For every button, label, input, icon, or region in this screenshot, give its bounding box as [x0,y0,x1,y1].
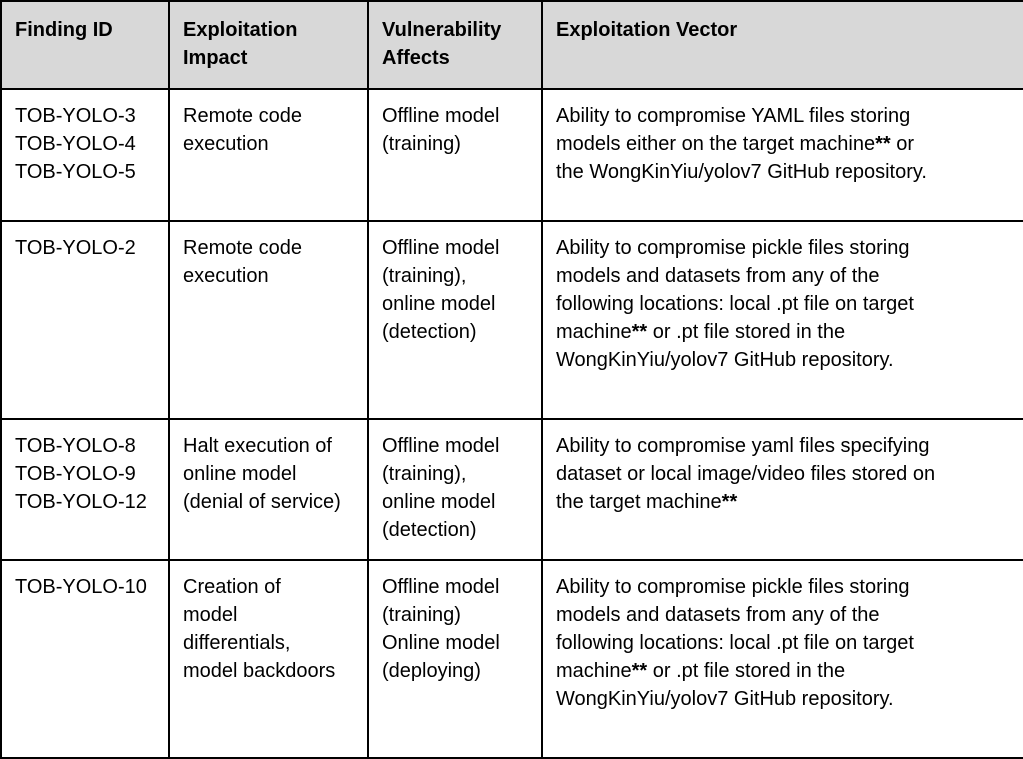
text-segment: machine [556,321,632,343]
cell-line: Offline model [382,105,500,127]
cell-line: (deploying) [382,660,481,682]
finding-id-cell: TOB-YOLO-2 [0,220,170,420]
cell-line: TOB-YOLO-10 [15,576,147,598]
text-segment: models and datasets from any of the [556,604,880,626]
cell-line: Remote code [183,105,302,127]
text-segment: ** [631,660,648,682]
cell-line: (detection) [382,519,477,541]
cell-line: TOB-YOLO-3 [15,105,136,127]
cell-line: Online model [382,632,500,654]
cell-line: online model [183,463,297,485]
cell-line: (denial of service) [183,491,341,513]
header-exploitation-vector: Exploitation Vector [541,0,1023,90]
cell-line: TOB-YOLO-8 [15,435,136,457]
cell-line: models either on the target machine** or [556,130,1015,158]
cell-line: machine** or .pt file stored in the [556,318,1015,346]
cell-line: Halt execution of [183,435,332,457]
table-header: Finding ID Exploitation Impact Vulnerabi… [0,0,1023,90]
text-segment: Ability to compromise yaml files specify… [556,435,930,457]
header-exploitation-impact: Exploitation Impact [168,0,369,90]
exploitation-impact-cell: Creation of model differentials, model back… [168,559,369,759]
cell-line: TOB-YOLO-2 [15,237,136,259]
cell-line: following locations: local .pt file on t… [556,629,1015,657]
cell-line: (training), [382,463,467,485]
text-segment: ** [721,491,738,513]
cell-line: TOB-YOLO-9 [15,463,136,485]
text-segment: WongKinYiu/yolov7 GitHub repository. [556,688,894,710]
cell-line: models and datasets from any of the [556,601,1015,629]
text-segment: ** [631,321,648,343]
cell-line: model [183,604,238,626]
text-segment: Ability to compromise pickle files stori… [556,576,910,598]
cell-line: TOB-YOLO-12 [15,491,147,513]
text-segment: Ability to compromise pickle files stori… [556,237,910,259]
header-finding-id: Finding ID [0,0,170,90]
cell-line: models and datasets from any of the [556,262,1015,290]
exploitation-impact-cell: Remote code execution [168,88,369,222]
text-segment: dataset or local image/video files store… [556,463,936,485]
cell-line: TOB-YOLO-4 [15,133,136,155]
text-segment: or [890,133,914,155]
text-segment: the target machine [556,491,722,513]
cell-line: machine** or .pt file stored in the [556,657,1015,685]
cell-line: TOB-YOLO-5 [15,161,136,183]
text-segment: the WongKinYiu/yolov7 GitHub repository. [556,161,927,183]
cell-line: the target machine** [556,488,1015,516]
header-row: Finding ID Exploitation Impact Vulnerabi… [0,0,1023,90]
text-segment: models either on the target machine [556,133,876,155]
text-segment: Ability to compromise YAML files storing [556,105,911,127]
cell-line: (training) [382,133,461,155]
table-row: TOB-YOLO-2 Remote code execution Offline mo… [0,220,1023,420]
cell-line: Ability to compromise yaml files specify… [556,432,1015,460]
text-segment: machine [556,660,632,682]
cell-line: differentials, [183,632,291,654]
cell-line: Offline model [382,237,500,259]
exploitation-vector-cell: Ability to compromise pickle files stori… [541,220,1023,420]
cell-line: Remote code [183,237,302,259]
text-segment: following locations: local .pt file on t… [556,632,914,654]
vulnerability-affects-cell: Offline model (training), online model (det… [367,418,543,561]
cell-line: Ability to compromise pickle files stori… [556,573,1015,601]
exploitation-vector-cell: Ability to compromise YAML files storing… [541,88,1023,222]
finding-id-cell: TOB-YOLO-10 [0,559,170,759]
text-segment: or .pt file stored in the [647,321,846,343]
vulnerability-affects-cell: Offline model (training) [367,88,543,222]
cell-line: WongKinYiu/yolov7 GitHub repository. [556,685,1015,713]
text-segment: following locations: local .pt file on t… [556,293,914,315]
exploitation-vector-cell: Ability to compromise pickle files stori… [541,559,1023,759]
exploitation-vector-cell: Ability to compromise yaml files specify… [541,418,1023,561]
cell-line: Ability to compromise YAML files storing [556,102,1015,130]
cell-line: execution [183,133,269,155]
cell-line: online model [382,293,496,315]
text-segment: ** [875,133,891,155]
cell-line: following locations: local .pt file on t… [556,290,1015,318]
text-segment: WongKinYiu/yolov7 GitHub repository. [556,349,894,371]
cell-line: (training), [382,265,467,287]
text-segment: or .pt file stored in the [647,660,846,682]
cell-line: (detection) [382,321,477,343]
header-vulnerability-affects: Vulnerability Affects [367,0,543,90]
cell-line: (training) [382,604,461,626]
cell-line: Offline model [382,435,500,457]
cell-line: model backdoors [183,660,336,682]
cell-line: WongKinYiu/yolov7 GitHub repository. [556,346,1015,374]
cell-line: Offline model [382,576,500,598]
cell-line: Ability to compromise pickle files stori… [556,234,1015,262]
cell-line: Creation of [183,576,281,598]
text-segment: models and datasets from any of the [556,265,880,287]
cell-line: dataset or local image/video files store… [556,460,1015,488]
table-row: TOB-YOLO-10 Creation of model differentials… [0,559,1023,759]
exploitation-impact-cell: Halt execution of online model (denial of … [168,418,369,561]
vulnerability-affects-cell: Offline model (training), online model (det… [367,220,543,420]
exploitation-impact-cell: Remote code execution [168,220,369,420]
cell-line: execution [183,265,269,287]
vulnerability-affects-cell: Offline model (training) Online model (depl… [367,559,543,759]
cell-line: the WongKinYiu/yolov7 GitHub repository. [556,158,1015,186]
cell-line: online model [382,491,496,513]
